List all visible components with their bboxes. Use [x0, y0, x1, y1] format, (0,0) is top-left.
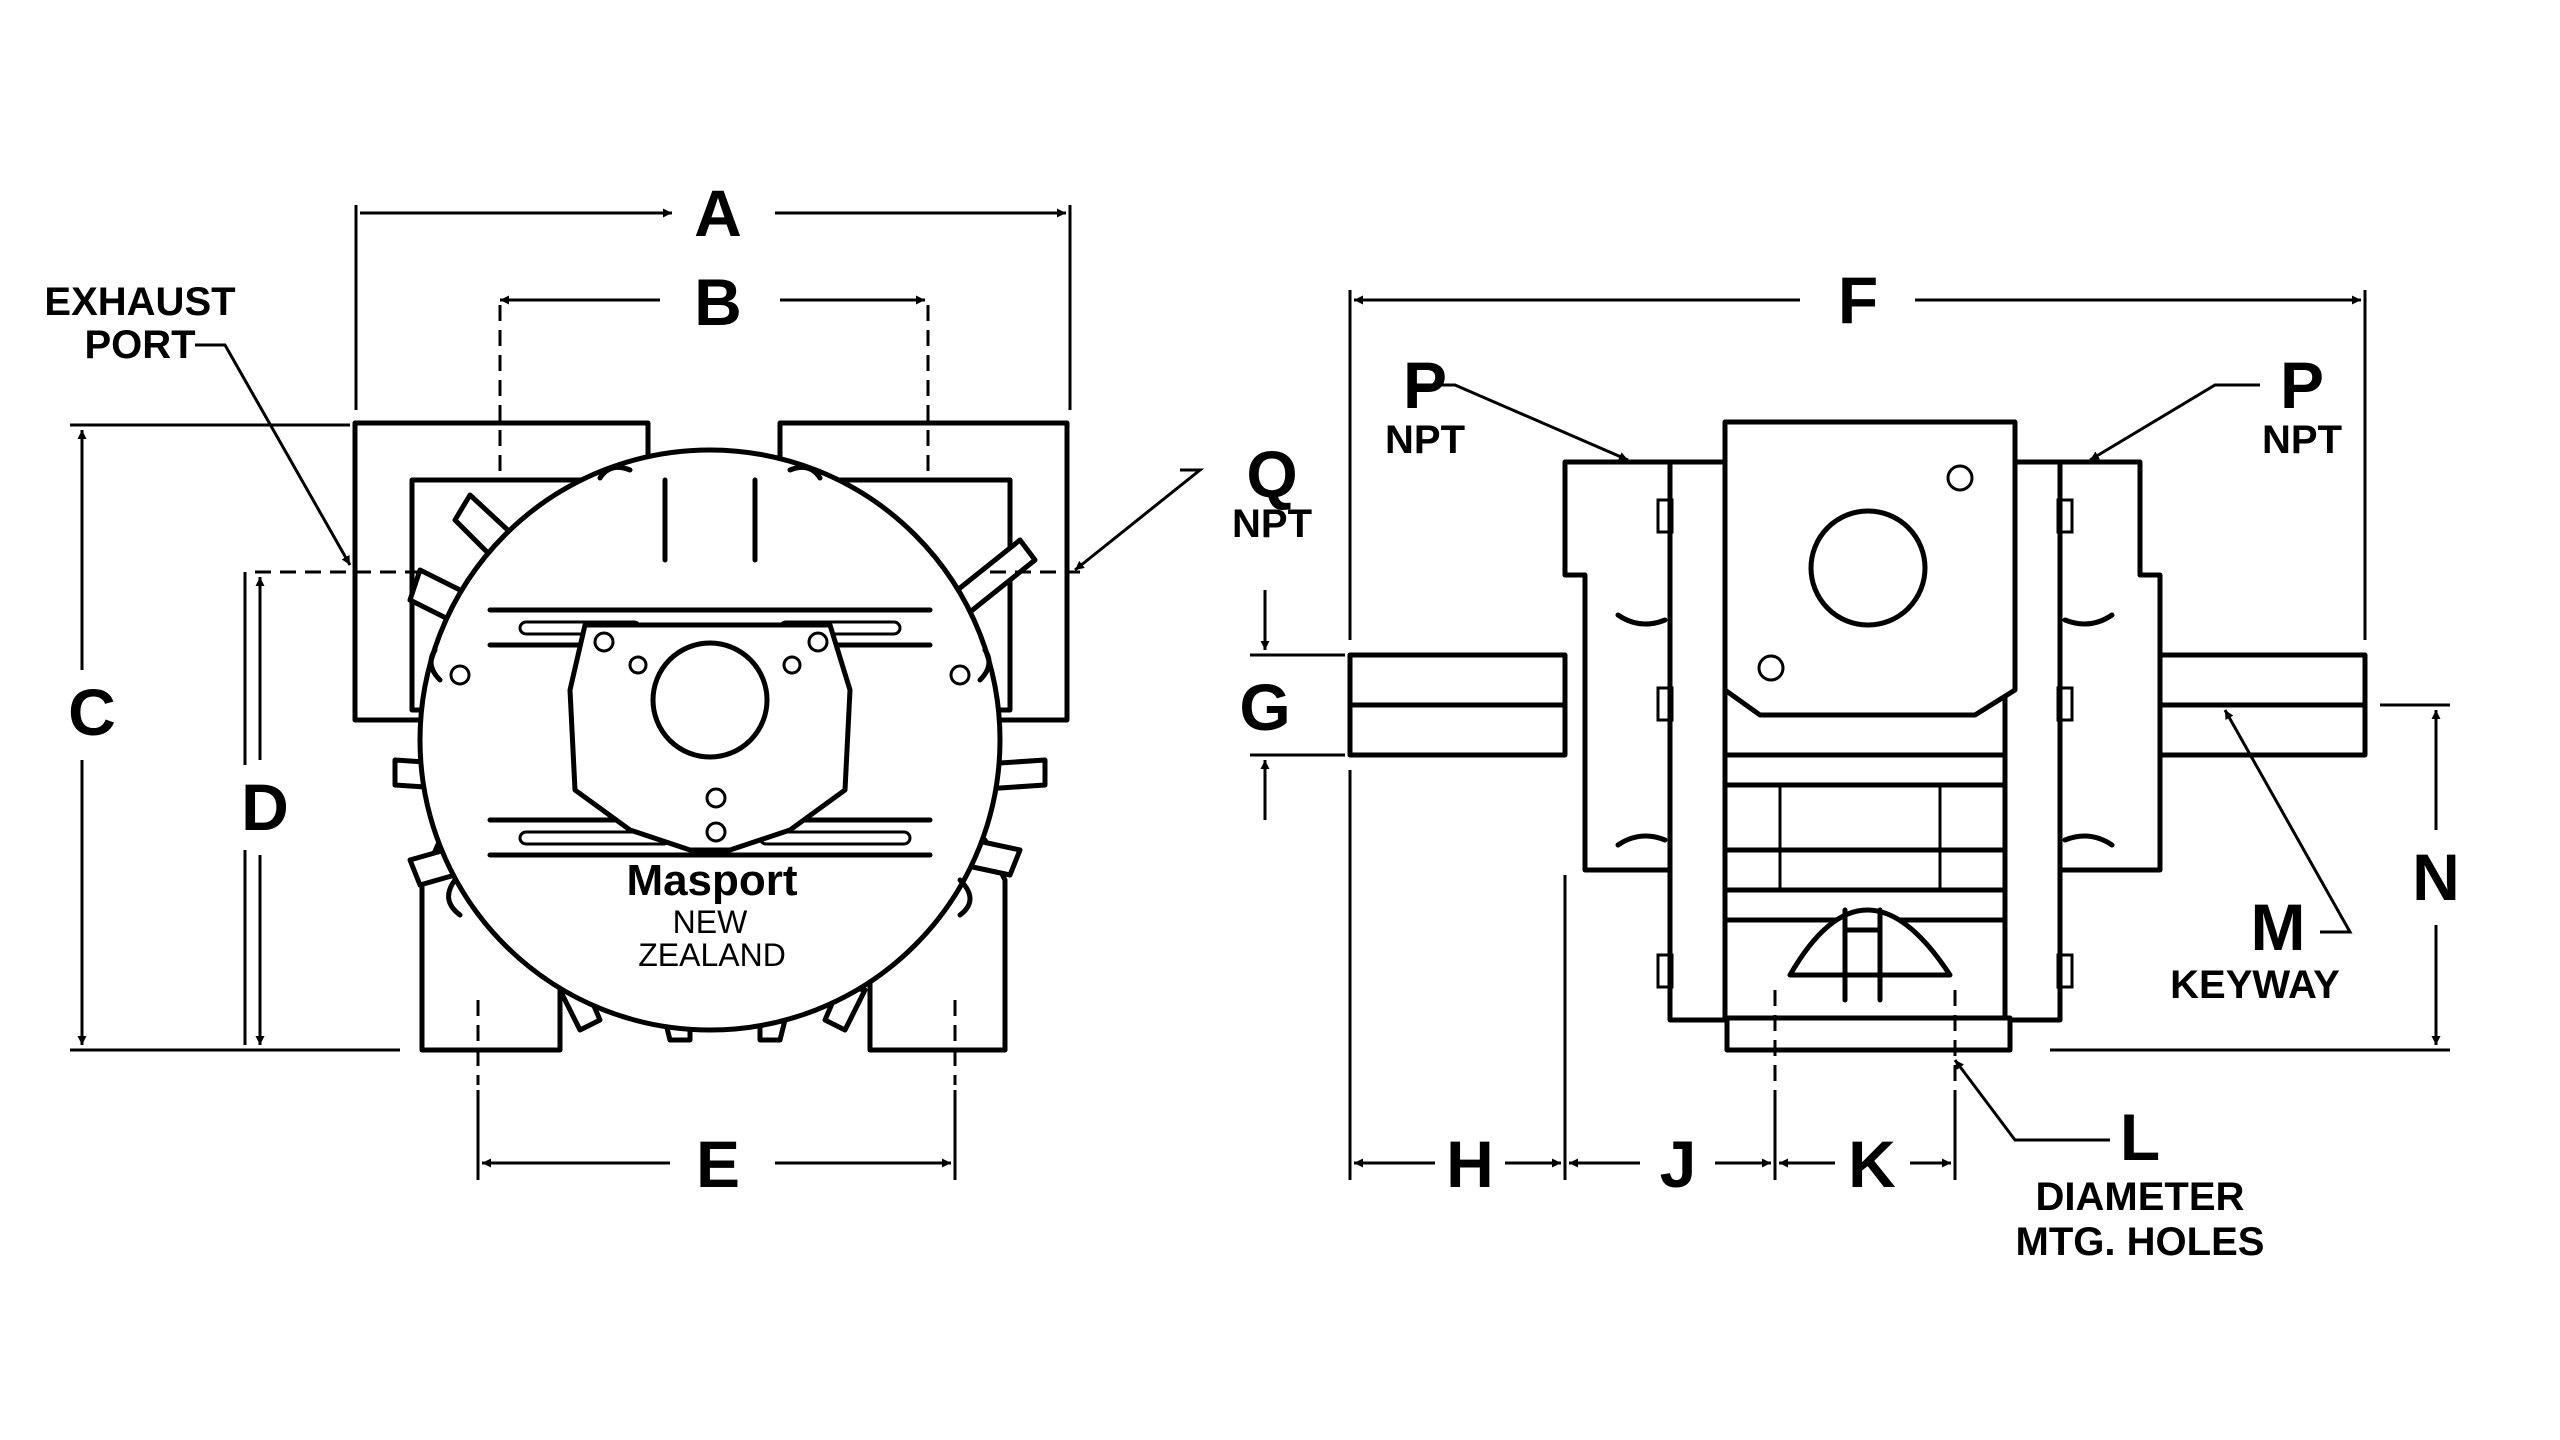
- dimension-labels: A B C D E F G H J K L M N P P Q NPT NPT …: [44, 176, 2459, 1264]
- label-d: D: [241, 770, 289, 844]
- label-k: K: [1848, 1127, 1896, 1201]
- label-npt-q: NPT: [1232, 502, 1312, 546]
- label-a: A: [694, 176, 742, 250]
- shaft-bore: [650, 640, 770, 760]
- side-view: [1347, 419, 2368, 1085]
- label-npt-p-left: NPT: [1385, 418, 1465, 462]
- label-q: Q: [1246, 437, 1297, 511]
- label-diameter: DIAMETER: [2036, 1175, 2245, 1219]
- logo-line2: ZEALAND: [638, 937, 786, 973]
- label-keyway: KEYWAY: [2170, 963, 2340, 1007]
- label-c: C: [68, 675, 116, 749]
- label-h: H: [1446, 1127, 1494, 1201]
- label-n: N: [2412, 840, 2460, 914]
- front-view: Masport NEW ZEALAND: [255, 305, 1080, 1085]
- label-f: F: [1838, 263, 1878, 337]
- label-e: E: [696, 1127, 740, 1201]
- label-exhaust: EXHAUST: [44, 280, 235, 324]
- label-p-right: P: [2280, 348, 2324, 422]
- label-b: B: [694, 265, 742, 339]
- label-p-left: P: [1403, 348, 1447, 422]
- label-j: J: [1660, 1127, 1697, 1201]
- logo-brand: Masport: [626, 856, 797, 905]
- label-l: L: [2120, 1100, 2160, 1174]
- logo-line1: NEW: [673, 904, 748, 940]
- bolts: [1656, 498, 2074, 989]
- label-npt-p-right: NPT: [2262, 418, 2342, 462]
- label-g: G: [1239, 670, 1290, 744]
- front-dimensions: [70, 205, 1205, 1180]
- side-dimensions: [1250, 290, 2450, 1180]
- label-port: PORT: [84, 323, 195, 367]
- label-mtg-holes: MTG. HOLES: [2016, 1220, 2265, 1264]
- label-m: M: [2251, 890, 2306, 964]
